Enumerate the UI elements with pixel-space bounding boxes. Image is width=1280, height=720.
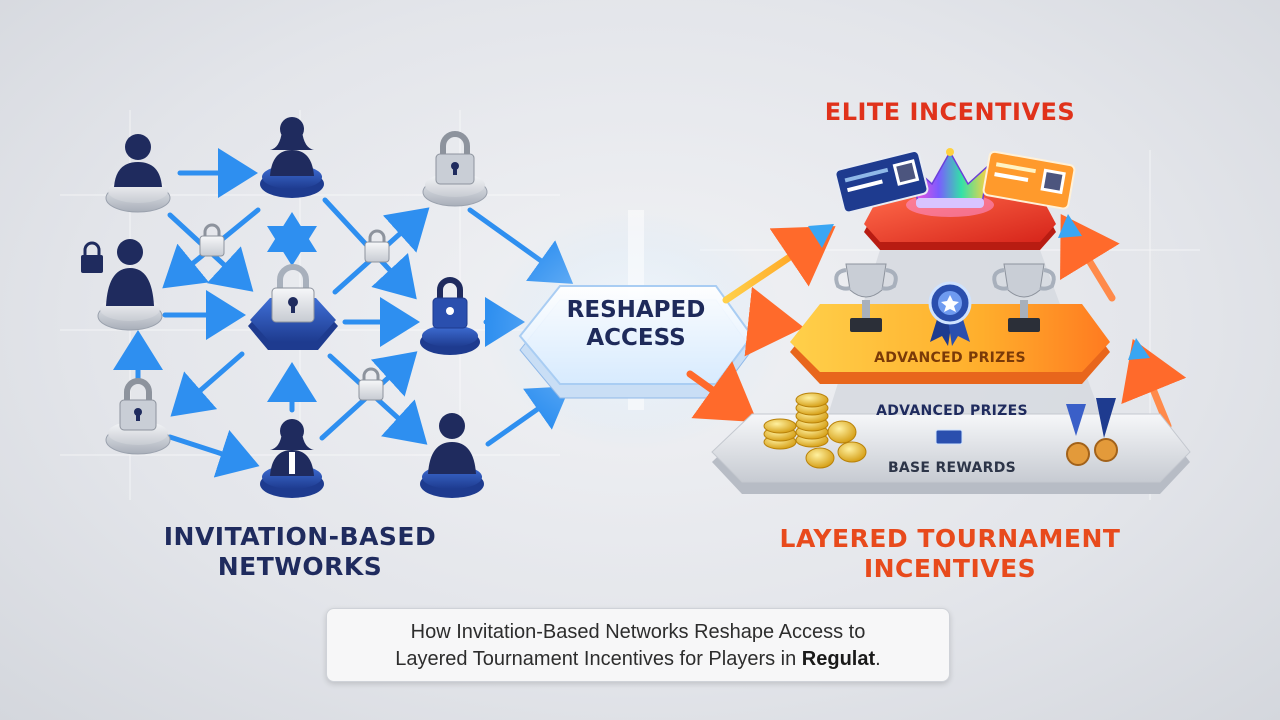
lock-icon (271, 264, 315, 323)
middle-tier-label: ADVANCED PRIZES (874, 350, 1026, 366)
person-node (260, 419, 324, 498)
base-tier-label: BASE REWARDS (887, 460, 1017, 476)
person-node (81, 239, 163, 331)
base-upper-label: ADVANCED PRIZES (876, 403, 1028, 419)
left-title-line1: INVITATION-BASED (163, 522, 437, 551)
right-title-line1: LAYERED TOURNAMENT (779, 524, 1121, 553)
left-title-line2: NETWORKS (217, 552, 383, 581)
lock-node (420, 277, 480, 355)
lock-node (105, 378, 171, 455)
caption-line2-suffix: . (875, 648, 881, 670)
lock-icon (81, 241, 103, 273)
person-icon (114, 134, 162, 187)
elite-title: ELITE INCENTIVES (824, 98, 1076, 126)
lock-icon (432, 277, 468, 329)
lock-node (422, 131, 488, 207)
caption-box: How Invitation-Based Networks Reshape Ac… (326, 608, 950, 682)
coin-icon (763, 392, 867, 469)
tier-arrows (686, 214, 1187, 430)
tier-arrow-heads (808, 214, 1150, 360)
badge-icon (935, 429, 963, 445)
vip-ticket-icon (834, 150, 929, 214)
center-label-line1: RESHAPED (566, 297, 706, 323)
medal-icon (928, 281, 972, 346)
trophy-icon (992, 263, 1056, 332)
caption-line1: How Invitation-Based Networks Reshape Ac… (410, 621, 866, 643)
center-label: RESHAPED ACCESS (536, 296, 736, 352)
person-icon (106, 239, 154, 306)
person-icon (428, 413, 476, 474)
right-title-line2: INCENTIVES (863, 554, 1037, 583)
person-node (260, 117, 324, 198)
center-label-line2: ACCESS (586, 325, 686, 351)
caption-line2-bold: Regulat (801, 648, 876, 670)
caption-line2: Layered Tournament Incentives for Player… (327, 646, 949, 673)
lock-icon (435, 131, 475, 185)
hub-lock-node (248, 264, 338, 350)
person-node (420, 413, 484, 498)
lock-icon (199, 223, 225, 257)
lock-icon (364, 229, 390, 263)
crown-icon (906, 148, 994, 217)
left-title: INVITATION-BASED NETWORKS (120, 522, 480, 582)
vip-ticket-icon (982, 150, 1076, 210)
medal-icon (1066, 398, 1118, 466)
lock-icon (358, 367, 384, 401)
caption-line2-prefix: Layered Tournament Incentives for Player… (395, 648, 802, 670)
trophy-icon (834, 263, 898, 332)
person-icon (270, 419, 314, 476)
person-icon (270, 117, 314, 176)
lock-icon (119, 378, 157, 431)
right-title: LAYERED TOURNAMENT INCENTIVES (740, 524, 1160, 584)
person-node (105, 134, 171, 213)
